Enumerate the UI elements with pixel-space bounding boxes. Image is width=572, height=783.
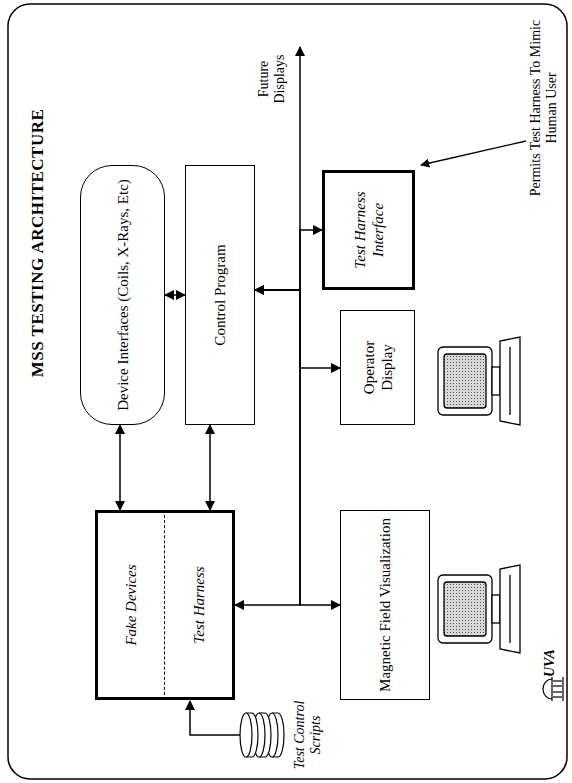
university-logo [543,677,563,701]
display-box: Magnetic Field Visualization [340,510,430,700]
leader-arrow [421,141,526,165]
callout-note: Permits Test Harness To Mimic Human User [528,18,560,198]
monitor-icon [438,565,520,653]
slide-border [8,4,567,779]
node-text: Test Harness Interface [351,179,387,281]
slide-title: MSS TESTING ARCHITECTURE [28,83,48,403]
process-box: Control Program [185,165,255,425]
connector-arrow [165,294,185,296]
interface-box: Test Harness Interface [322,170,415,290]
node-text: Control Program [211,244,229,345]
fake-devices-box: Fake Devices [95,510,165,700]
storage-label: Test Control Scripts [292,699,324,771]
monitor-icon [438,337,520,425]
connector-arrow [255,290,340,605]
device-interface-box: Device Interfaces (Coils, X-Rays, Etc) [80,165,165,425]
connector-arrow [119,425,121,510]
connector-arrow [209,425,211,510]
script-arrow [190,701,242,735]
node-text: Magnetic Field Visualization [376,518,394,692]
node-text: Fake Devices [122,564,140,645]
disk-stack [240,713,284,757]
connector-arrow [255,230,322,290]
node-text: Operator Display [360,317,396,418]
connector-arrow [255,290,340,368]
future-label: Future Displays [256,43,288,115]
test-harness-box: Test Harness [165,510,235,700]
display-box: Operator Display [340,310,415,425]
node-text: Device Interfaces (Coils, X-Rays, Etc) [114,179,132,411]
logo-text: UVA [542,637,558,677]
node-text: Test Harness [190,566,208,643]
